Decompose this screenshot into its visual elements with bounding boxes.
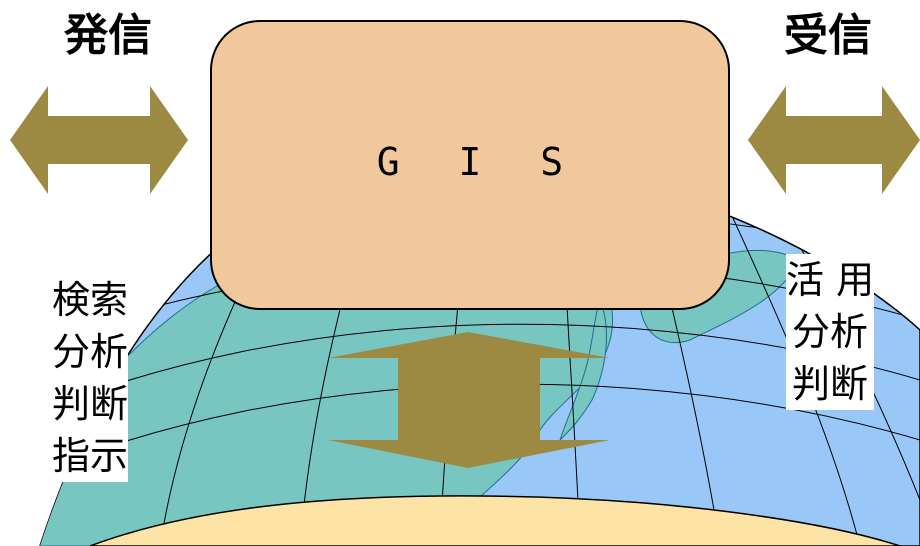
right-action-analysis: 分析 bbox=[786, 306, 874, 358]
left-action-instruction: 指示 bbox=[52, 430, 128, 482]
left-actions-list: 検索 分析 判断 指示 bbox=[52, 274, 128, 482]
left-action-judgment: 判断 bbox=[52, 378, 128, 430]
left-double-arrow-icon bbox=[10, 86, 188, 194]
left-action-analysis: 分析 bbox=[52, 326, 128, 378]
right-action-judgment: 判断 bbox=[786, 358, 874, 410]
receive-heading: 受信 bbox=[784, 14, 872, 58]
right-action-utilization: 活 用 bbox=[786, 254, 874, 306]
right-actions-list: 活 用 分析 判断 bbox=[786, 254, 874, 410]
left-action-search: 検索 bbox=[52, 274, 128, 326]
gis-box: G I S bbox=[210, 20, 730, 310]
send-heading: 発信 bbox=[64, 14, 152, 58]
right-double-arrow-icon bbox=[748, 86, 920, 194]
gis-label: G I S bbox=[377, 140, 581, 184]
